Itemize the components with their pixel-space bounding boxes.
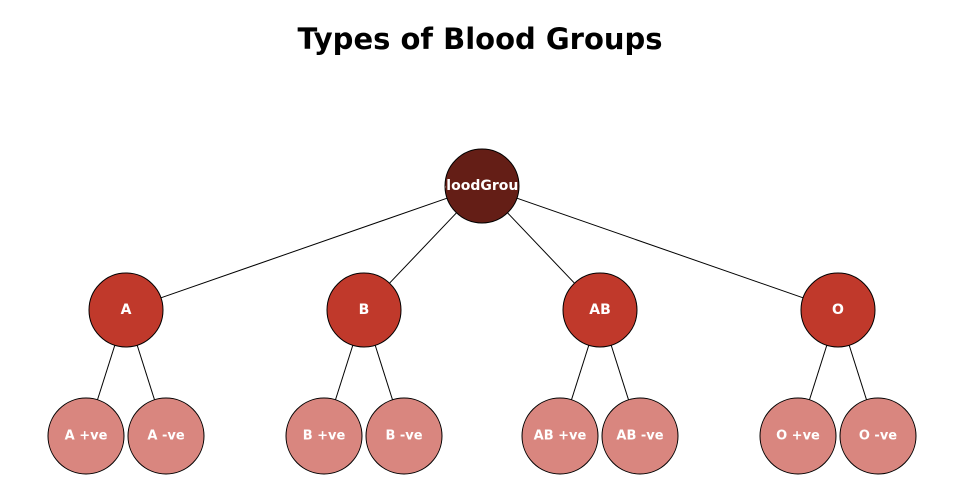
leaf-node-abposve-label: AB +ve xyxy=(534,429,587,444)
edge-b-to-bposve xyxy=(335,345,354,400)
group-node-o: O xyxy=(800,272,876,348)
leaf-node-onegve-circle xyxy=(839,397,917,475)
group-node-o-circle xyxy=(800,272,876,348)
edge-a-to-anegve xyxy=(136,345,155,400)
leaf-node-aposve-label: A +ve xyxy=(65,429,108,444)
leaf-node-anegve: A -ve xyxy=(127,397,205,475)
edge-o-to-onegve xyxy=(848,345,867,400)
edge-b-to-bnegve xyxy=(374,345,393,400)
leaf-node-abnegve: AB -ve xyxy=(601,397,679,475)
group-node-b-circle xyxy=(326,272,402,348)
leaf-node-abposve: AB +ve xyxy=(521,397,599,475)
root-node-circle xyxy=(444,148,520,224)
leaf-node-abnegve-circle xyxy=(601,397,679,475)
group-node-ab-label: AB xyxy=(589,302,611,318)
leaf-node-aposve: A +ve xyxy=(47,397,125,475)
edge-root-to-ab xyxy=(507,212,575,284)
leaf-node-onegve: O -ve xyxy=(839,397,917,475)
edge-o-to-oposve xyxy=(809,345,828,400)
tree-edges xyxy=(97,197,867,400)
edge-root-to-a xyxy=(160,197,448,299)
leaf-node-oposve-circle xyxy=(759,397,837,475)
edge-root-to-b xyxy=(389,212,457,284)
leaf-node-bnegve-label: B -ve xyxy=(385,429,422,444)
leaf-node-bposve: B +ve xyxy=(285,397,363,475)
leaf-node-oposve-label: O +ve xyxy=(776,429,820,444)
edge-root-to-o xyxy=(516,197,804,299)
group-node-a-circle xyxy=(88,272,164,348)
leaf-node-bposve-circle xyxy=(285,397,363,475)
edge-a-to-aposve xyxy=(97,345,116,400)
group-node-o-label: O xyxy=(832,302,844,318)
group-node-a-label: A xyxy=(121,302,132,318)
root-node: BloodGroup xyxy=(436,148,529,224)
leaf-node-oposve: O +ve xyxy=(759,397,837,475)
group-node-b: B xyxy=(326,272,402,348)
leaf-node-onegve-label: O -ve xyxy=(859,429,897,444)
leaf-node-abposve-circle xyxy=(521,397,599,475)
leaf-node-abnegve-label: AB -ve xyxy=(616,429,663,444)
edge-ab-to-abposve xyxy=(571,345,590,400)
leaf-node-anegve-circle xyxy=(127,397,205,475)
edge-ab-to-abnegve xyxy=(610,345,629,400)
group-node-a: A xyxy=(88,272,164,348)
diagram-title: Types of Blood Groups xyxy=(297,22,663,56)
leaf-node-aposve-circle xyxy=(47,397,125,475)
root-node-label: BloodGroup xyxy=(436,178,529,194)
group-node-b-label: B xyxy=(359,302,370,318)
group-node-ab-circle xyxy=(562,272,638,348)
leaf-node-bnegve: B -ve xyxy=(365,397,443,475)
leaf-node-bposve-label: B +ve xyxy=(303,429,346,444)
leaf-node-bnegve-circle xyxy=(365,397,443,475)
group-node-ab: AB xyxy=(562,272,638,348)
leaf-node-anegve-label: A -ve xyxy=(147,429,184,444)
